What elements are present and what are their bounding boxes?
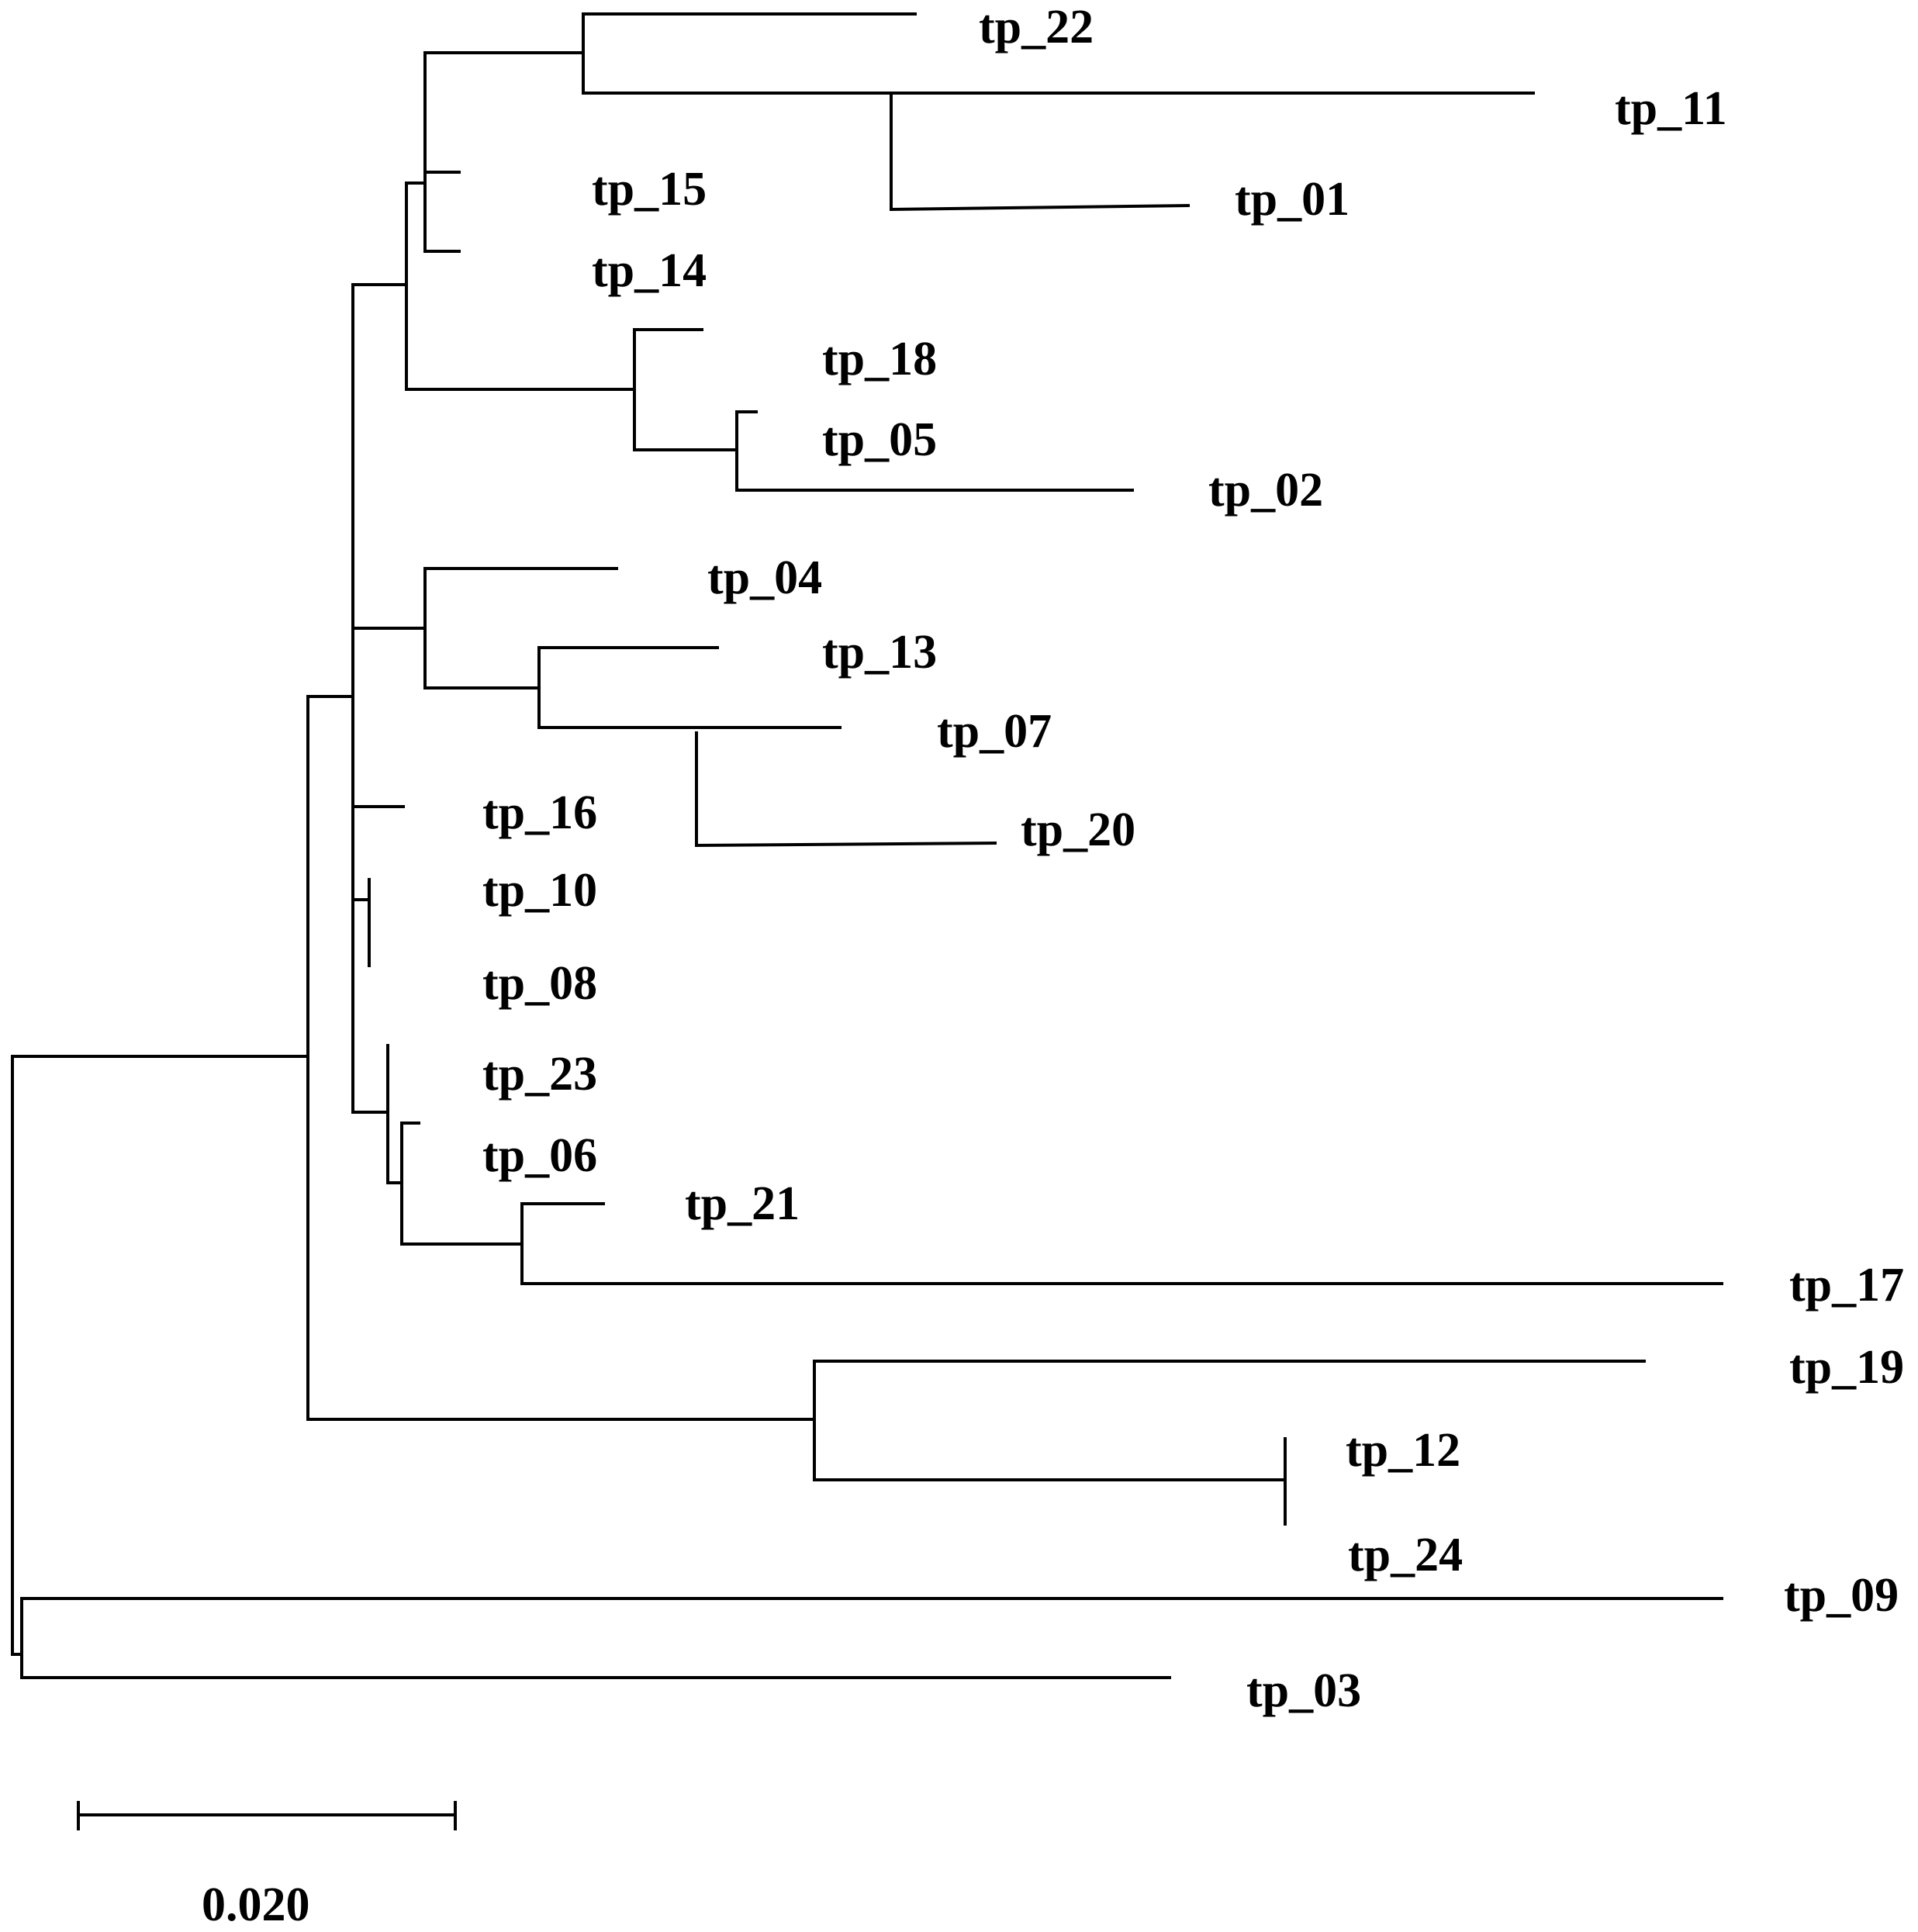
leaf-labels: tp_22 tp_11 tp_01 tp_15 tp_14 tp_18 tp_0… [482, 1, 1904, 1717]
leaf-label-tp_03: tp_03 [1246, 1664, 1361, 1717]
leaf-label-tp_08: tp_08 [482, 957, 597, 1010]
leaf-label-tp_24: tp_24 [1348, 1529, 1463, 1581]
leaf-label-tp_22: tp_22 [979, 1, 1094, 54]
leaf-label-tp_05: tp_05 [822, 413, 937, 466]
leaf-label-tp_16: tp_16 [482, 786, 597, 839]
leaf-label-tp_10: tp_10 [482, 864, 597, 917]
leaf-label-tp_19: tp_19 [1789, 1341, 1904, 1394]
leaf-label-tp_17: tp_17 [1789, 1259, 1904, 1312]
leaf-label-tp_07: tp_07 [937, 705, 1052, 758]
leaf-label-tp_04: tp_04 [707, 551, 822, 604]
leaf-label-tp_13: tp_13 [822, 626, 937, 679]
leaf-label-tp_18: tp_18 [822, 333, 937, 385]
branch-tp_20 [694, 841, 997, 848]
leaf-label-tp_20: tp_20 [1021, 804, 1135, 856]
leaf-label-tp_12: tp_12 [1346, 1424, 1460, 1477]
leaf-label-tp_23: tp_23 [482, 1048, 597, 1101]
leaf-label-tp_21: tp_21 [685, 1177, 800, 1230]
scale-bar: 0.020 [77, 1801, 457, 1931]
tree-branches [11, 12, 1723, 1679]
scale-bar-label: 0.020 [202, 1878, 310, 1931]
leaf-label-tp_06: tp_06 [482, 1129, 597, 1182]
branch-tp_01 [889, 203, 1191, 212]
leaf-label-tp_11: tp_11 [1615, 82, 1727, 135]
leaf-label-tp_15: tp_15 [592, 163, 707, 216]
leaf-label-tp_02: tp_02 [1208, 464, 1323, 517]
leaf-label-tp_14: tp_14 [592, 244, 707, 297]
leaf-label-tp_01: tp_01 [1235, 173, 1350, 226]
leaf-label-tp_09: tp_09 [1784, 1569, 1899, 1622]
